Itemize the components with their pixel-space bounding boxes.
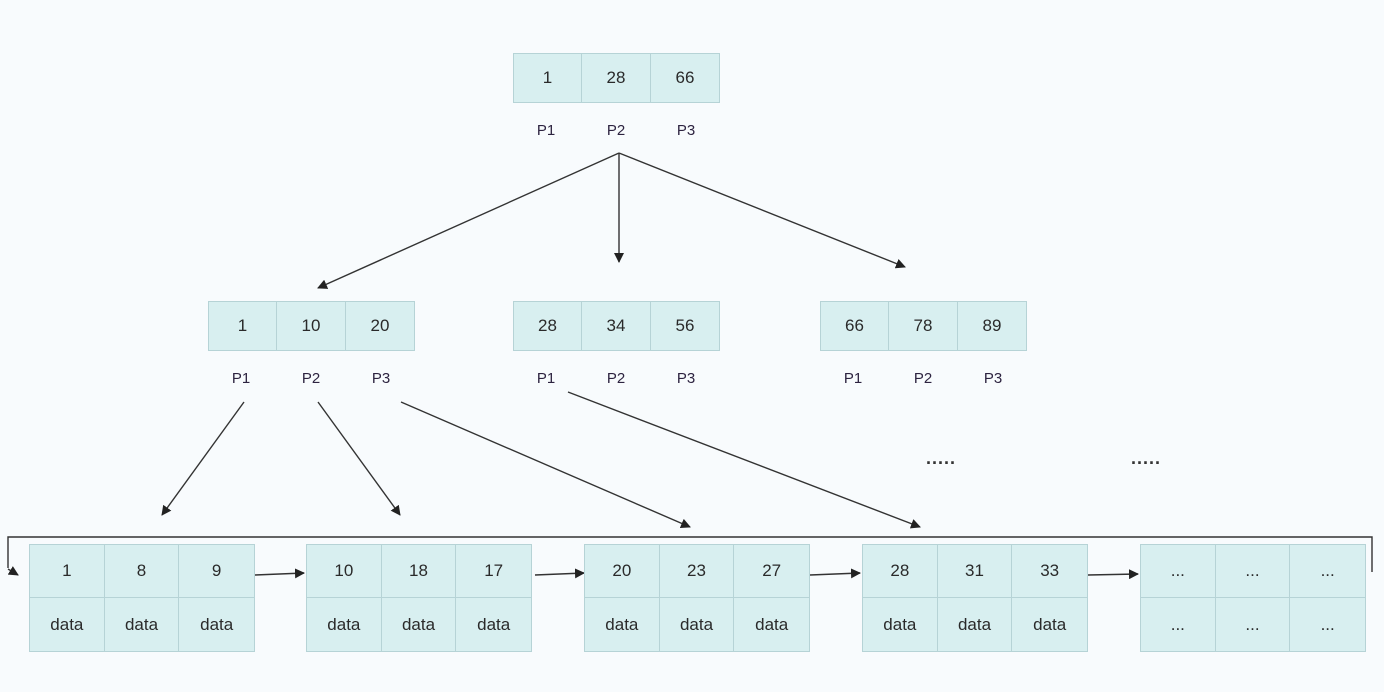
pointer-label: P1: [536, 122, 556, 139]
leaf-key: 9: [179, 545, 254, 598]
internal-key: 20: [346, 301, 415, 351]
pointer-label: P2: [606, 122, 626, 139]
arrow-int2-p1: [567, 391, 921, 529]
ellipsis-marker: .....: [1131, 448, 1162, 468]
pointer-label: P1: [231, 370, 251, 387]
internal-key: 10: [277, 301, 346, 351]
leaf-key: 27: [734, 545, 809, 598]
internal-key: 78: [889, 301, 958, 351]
pointer-label: P1: [843, 370, 863, 387]
leaf-node-2: 10 18 17 data data data: [306, 544, 532, 652]
internal-node-2: 28 34 56: [513, 301, 720, 351]
leaf-node-3: 20 23 27 data data data: [584, 544, 810, 652]
arrow-leaf-4-5: [1087, 569, 1139, 580]
pointer-label: P3: [371, 370, 391, 387]
internal-node-1: 1 10 20: [208, 301, 415, 351]
root-key: 1: [513, 53, 582, 103]
pointer-label: P3: [676, 370, 696, 387]
leaf-value: data: [1033, 614, 1067, 634]
internal-key: 34: [582, 301, 651, 351]
internal-1-pointers: P1 P2 P3: [206, 370, 416, 387]
leaf-key: ...: [1215, 545, 1291, 598]
leaf-value: data: [938, 598, 1013, 651]
leaf-node-1: 1 8 9 data data data: [29, 544, 255, 652]
leaf-key: ...: [1141, 545, 1216, 598]
root-pointers: P1 P2 P3: [511, 122, 721, 139]
root-node: 1 28 66: [513, 53, 720, 103]
ellipsis-marker: .....: [926, 448, 957, 468]
wraparound-line: [7, 536, 1373, 572]
leaf-node-4: 28 31 33 data data data: [862, 544, 1088, 652]
leaf-key: 17: [456, 545, 531, 598]
root-key: 28: [582, 53, 651, 103]
leaf-value: data: [382, 598, 457, 651]
leaf-key: 28: [863, 545, 938, 598]
pointer-label: P2: [913, 370, 933, 387]
leaf-key: 20: [585, 545, 660, 598]
internal-key: 89: [958, 301, 1027, 351]
leaf-key: ...: [1290, 545, 1365, 598]
pointer-label: P1: [536, 370, 556, 387]
internal-key: 28: [513, 301, 582, 351]
leaf-node-5: ... ... ... ... ... ...: [1140, 544, 1366, 652]
pointer-label: P3: [983, 370, 1003, 387]
root-key: 66: [651, 53, 720, 103]
leaf-key: 18: [381, 545, 457, 598]
arrow-int1-p2: [317, 401, 401, 516]
arrow-root-p1: [317, 152, 620, 289]
leaf-value: ...: [1141, 598, 1216, 651]
arrow-int1-p1: [161, 401, 245, 516]
leaf-key: 31: [937, 545, 1013, 598]
arrow-root-p3: [618, 152, 906, 269]
internal-node-3: 66 78 89: [820, 301, 1027, 351]
leaf-value: data: [863, 598, 938, 651]
leaf-value: data: [585, 598, 660, 651]
leaf-key: 10: [307, 545, 382, 598]
pointer-label: P2: [606, 370, 626, 387]
leaf-key: 1: [30, 545, 105, 598]
leaf-value: ...: [1320, 614, 1335, 634]
arrow-int1-p3: [400, 401, 691, 529]
leaf-value: data: [660, 598, 735, 651]
leaf-value: data: [307, 598, 382, 651]
internal-2-pointers: P1 P2 P3: [511, 370, 721, 387]
internal-3-pointers: P1 P2 P3: [818, 370, 1028, 387]
leaf-key: 33: [1012, 545, 1087, 598]
leaf-value: data: [477, 614, 511, 634]
wraparound-arrow: [7, 566, 19, 576]
internal-key: 66: [820, 301, 889, 351]
internal-key: 56: [651, 301, 720, 351]
leaf-value: data: [200, 614, 234, 634]
arrow-leaf-3-4: [809, 568, 861, 579]
pointer-label: P2: [301, 370, 321, 387]
arrow-leaf-1-2: [254, 568, 305, 579]
leaf-value: ...: [1216, 598, 1291, 651]
leaf-key: 23: [659, 545, 735, 598]
internal-key: 1: [208, 301, 277, 351]
arrow-leaf-2-3: [534, 568, 585, 579]
pointer-label: P3: [676, 122, 696, 139]
leaf-key: 8: [104, 545, 180, 598]
leaf-value: data: [30, 598, 105, 651]
leaf-value: data: [105, 598, 180, 651]
leaf-value: data: [755, 614, 789, 634]
